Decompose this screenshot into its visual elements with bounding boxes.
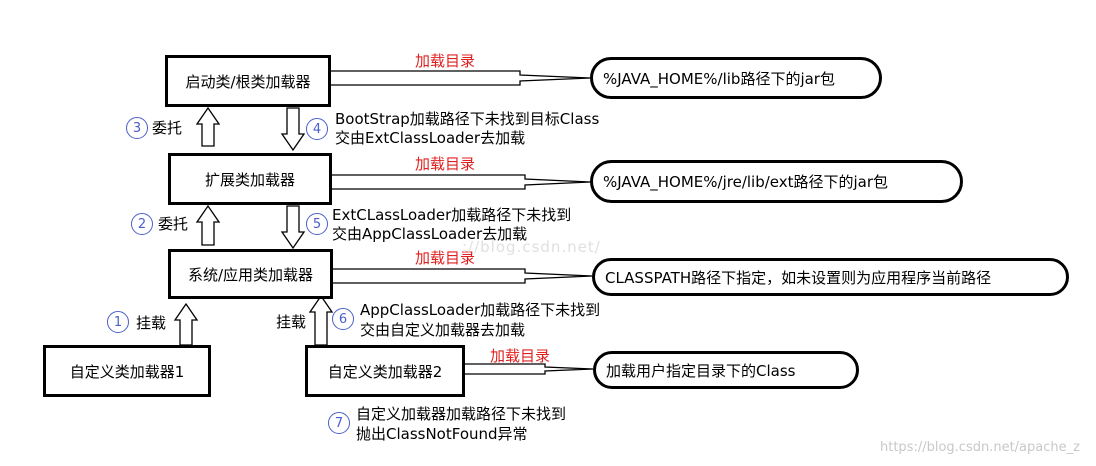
arrow-mount-up-1 — [173, 302, 199, 346]
arrow-bootstrap-to-dir — [328, 70, 591, 86]
step-4-line2: 交由ExtClassLoader去加载 — [335, 129, 526, 147]
load-dir-label-extension: 加载目录 — [415, 155, 476, 173]
bootstrap-loader-label: 启动类/根类加载器 — [185, 72, 311, 91]
step-1-text: 挂载 — [136, 314, 167, 332]
custom2-dir-text: 加载用户指定目录下的Class — [606, 361, 796, 380]
application-loader-label: 系统/应用类加载器 — [187, 265, 314, 284]
step-number-2: 2 — [131, 213, 153, 235]
extension-dir-oval: %JAVA_HOME%/jre/lib/ext路径下的jar包 — [590, 160, 963, 203]
step-5-line1: ExtCLassLoader加载路径下未找到 — [332, 206, 572, 224]
custom-loader-2-label: 自定义类加载器2 — [327, 362, 443, 381]
custom-loader-1-label: 自定义类加载器1 — [69, 362, 185, 381]
step-number-7: 7 — [328, 412, 350, 434]
step-6-line2: 交由自定义加载器去加载 — [360, 321, 526, 339]
step-4-line1: BootStrap加载路径下未找到目标Class — [335, 110, 600, 128]
application-loader-box: 系统/应用类加载器 — [168, 249, 333, 299]
custom-loader-2-box: 自定义类加载器2 — [305, 345, 465, 397]
step-2-text: 委托 — [158, 215, 189, 233]
arrow-delegate-up-3 — [195, 106, 221, 147]
load-dir-label-application: 加载目录 — [415, 249, 476, 267]
step-number-5: 5 — [306, 213, 328, 235]
step-number-1: 1 — [107, 311, 129, 333]
step-number-6: 6 — [332, 308, 354, 330]
custom2-dir-oval: 加载用户指定目录下的Class — [593, 351, 859, 389]
bootstrap-dir-oval: %JAVA_HOME%/lib路径下的jar包 — [590, 57, 882, 99]
arrow-delegate-up-2 — [195, 204, 221, 246]
arrow-mount-up-custom2 — [308, 294, 334, 346]
arrow-fallback-down-5 — [280, 205, 306, 250]
bootstrap-dir-text: %JAVA_HOME%/lib路径下的jar包 — [603, 69, 835, 88]
application-dir-oval: CLASSPATH路径下指定，如未设置则为应用程序当前路径 — [592, 258, 1069, 296]
arrow-ext-to-dir — [330, 174, 591, 190]
load-dir-label-custom2: 加载目录 — [490, 347, 551, 365]
step-7-line2: 抛出ClassNotFound异常 — [356, 425, 528, 443]
step-number-4: 4 — [306, 118, 328, 140]
watermark-corner: https://blog.csdn.net/apache_z — [880, 440, 1080, 455]
step-number-3: 3 — [126, 117, 148, 139]
watermark-center: ://blog.csdn.net/ — [462, 238, 601, 256]
extension-loader-label: 扩展类加载器 — [204, 170, 295, 189]
extension-loader-box: 扩展类加载器 — [168, 153, 332, 205]
arrow-fallback-down-4 — [280, 107, 306, 152]
extension-dir-text: %JAVA_HOME%/jre/lib/ext路径下的jar包 — [603, 173, 889, 191]
arrow-custom2-to-dir — [459, 363, 594, 375]
custom-loader-1-box: 自定义类加载器1 — [43, 345, 211, 397]
step-6-line1: AppClassLoader加载路径下未找到 — [360, 301, 601, 319]
bootstrap-loader-box: 启动类/根类加载器 — [165, 55, 331, 107]
load-dir-label-bootstrap: 加载目录 — [415, 52, 476, 70]
step-5-line2: 交由AppClassLoader去加载 — [332, 225, 528, 243]
step-7-line1: 自定义加载器加载路径下未找到 — [356, 405, 567, 423]
arrow-app-to-dir — [330, 268, 593, 284]
custom2-mount-text: 挂载 — [276, 313, 307, 331]
step-3-text: 委托 — [152, 119, 183, 137]
application-dir-text: CLASSPATH路径下指定，如未设置则为应用程序当前路径 — [605, 268, 992, 287]
